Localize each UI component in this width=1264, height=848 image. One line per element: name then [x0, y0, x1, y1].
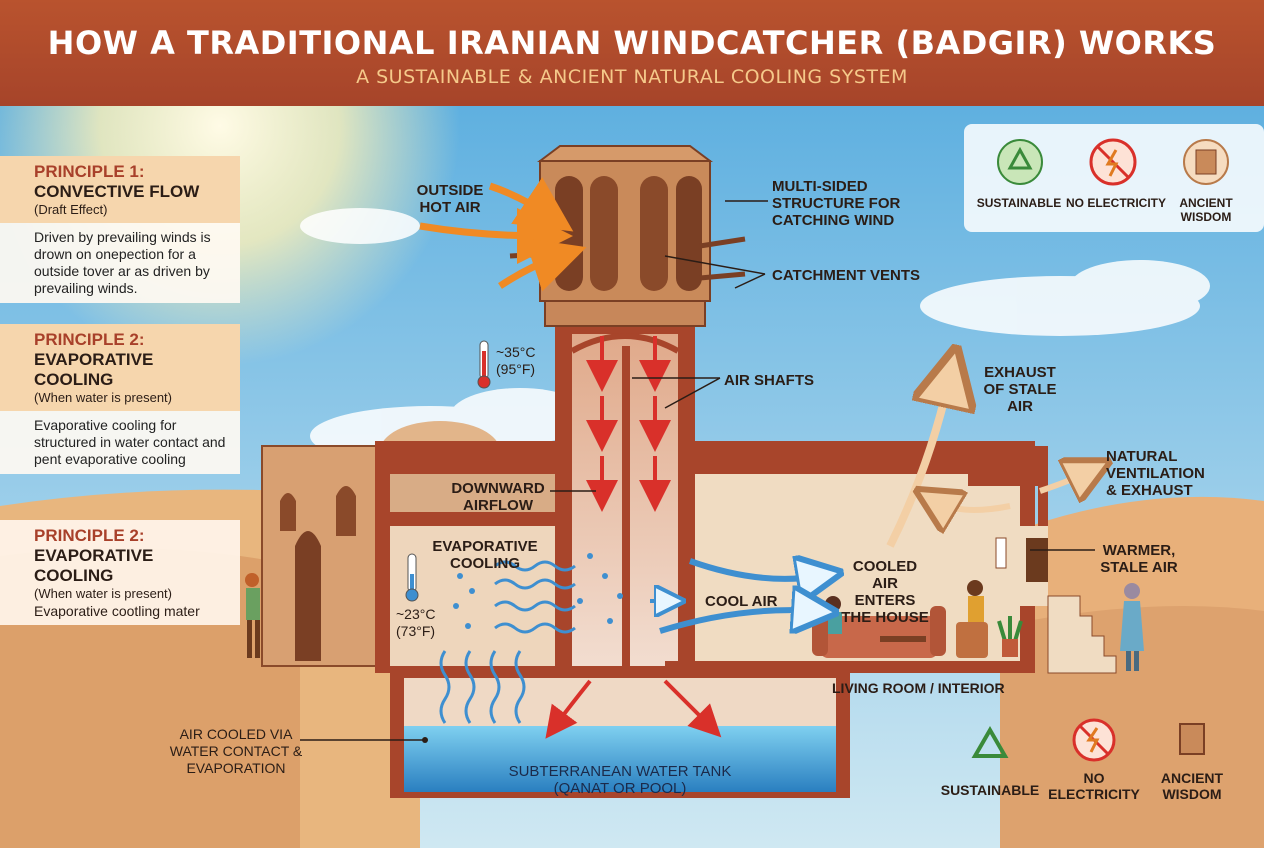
badge-sustainable-bottom: SUSTAINABLE: [940, 782, 1040, 798]
principle-1-name: CONVECTIVE FLOW: [34, 182, 200, 201]
neighbor-house: [261, 421, 500, 667]
house-structure: [375, 145, 1117, 798]
hot-air-arrows: [419, 177, 587, 292]
label-cool-temp: ~23°C (73°F): [396, 606, 436, 639]
downward-arrows: [545, 336, 722, 739]
principle-3-panel: PRINCIPLE 2: EVAPORATIVE COOLING (When w…: [0, 520, 240, 625]
principle-1-body: Driven by prevailing winds is drown on o…: [0, 223, 240, 303]
label-living-room: LIVING ROOM / INTERIOR: [832, 680, 1005, 696]
principle-1-heading: PRINCIPLE 1:: [34, 162, 145, 181]
badge-ancient-wisdom-bottom: ANCIENT WISDOM: [1160, 770, 1224, 802]
water-droplets: [453, 553, 623, 629]
label-exhaust: EXHAUST OF STALE AIR: [983, 364, 1057, 415]
label-cool-air: COOL AIR: [705, 593, 778, 610]
label-air-cooled-via: AIR COOLED VIA WATER CONTACT & EVAPORATI…: [169, 726, 303, 776]
principle-3-heading: PRINCIPLE 2:: [34, 526, 145, 545]
diagram-scene: PRINCIPLE 1: CONVECTIVE FLOW (Draft Effe…: [0, 106, 1264, 848]
label-air-shafts: AIR SHAFTS: [724, 372, 814, 389]
label-multi-sided: MULTI-SIDED STRUCTURE FOR CATCHING WIND: [772, 178, 901, 229]
badge-ancient-wisdom-top: ANCIENT WISDOM: [1179, 196, 1233, 224]
label-evaporative-cooling: EVAPORATIVE COOLING: [432, 538, 538, 572]
living-room-furniture: [245, 573, 1144, 671]
principle-3-note: (When water is present): [34, 586, 172, 601]
principle-2-name: EVAPORATIVE COOLING: [34, 350, 154, 389]
principle-3-name: EVAPORATIVE COOLING: [34, 546, 154, 585]
label-warmer-stale: WARMER, STALE AIR: [1100, 542, 1178, 576]
principle-2-body: Evaporative cooling for structured in wa…: [0, 411, 240, 474]
label-natural-ventilation: NATURAL VENTILATION & EXHAUST: [1106, 448, 1205, 499]
label-cooled-air-enters: COOLED AIR ENTERS THE HOUSE: [841, 558, 929, 626]
exhaust-arrows: [886, 376, 1090, 548]
principle-2-heading: PRINCIPLE 2:: [34, 330, 145, 349]
hot-thermometer: [477, 340, 491, 389]
principle-2-note: (When water is present): [34, 390, 172, 405]
label-downward-airflow: DOWNWARD AIRFLOW: [451, 480, 545, 514]
cool-thermometer: [405, 553, 419, 602]
badge-no-electricity-top: NO ELECTRICITY: [1066, 196, 1167, 210]
header-banner: HOW A TRADITIONAL IRANIAN WINDCATCHER (B…: [0, 0, 1264, 106]
principle-1-note: (Draft Effect): [34, 202, 108, 217]
label-water-tank: SUBTERRANEAN WATER TANK (QANAT OR POOL): [508, 763, 732, 797]
principle-3-body: Evaporative cootling mater: [34, 603, 200, 619]
leader-lines: [300, 200, 1095, 741]
page-subtitle: A SUSTAINABLE & ANCIENT NATURAL COOLING …: [356, 66, 908, 88]
badge-icons-top: [997, 138, 1229, 186]
badge-no-electricity-bottom: NO ELECTRICITY: [1048, 770, 1140, 802]
badge-sustainable-top: SUSTAINABLE: [976, 196, 1062, 210]
page-title: HOW A TRADITIONAL IRANIAN WINDCATCHER (B…: [47, 24, 1217, 62]
principle-2-panel: PRINCIPLE 2: EVAPORATIVE COOLING (When w…: [0, 324, 240, 474]
label-outside-hot-air: OUTSIDE HOT AIR: [416, 182, 484, 216]
cool-air-arrows: [650, 561, 820, 631]
label-catchment-vents: CATCHMENT VENTS: [772, 267, 921, 284]
badge-icons-bottom: [971, 718, 1205, 762]
principle-1-panel: PRINCIPLE 1: CONVECTIVE FLOW (Draft Effe…: [0, 156, 240, 303]
label-hot-temp: ~35°C (95°F): [496, 344, 536, 377]
evaporation-waves: [439, 560, 576, 724]
